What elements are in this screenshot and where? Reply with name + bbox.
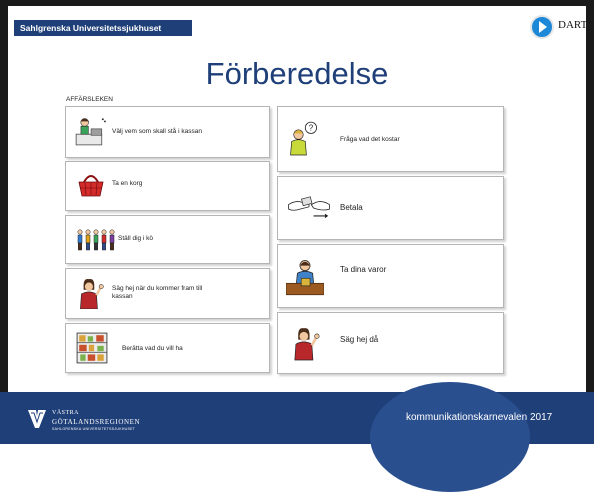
card-label: Välj vem som skall stå i kassan [112, 128, 202, 135]
card-label: Ta en korg [112, 180, 143, 187]
take-goods-icon [286, 260, 324, 296]
org-line3: SAHLGRENSKA UNIVERSITETSSJUKHUSET [52, 427, 136, 431]
footer-event-text: kommunikationskarnevalen 2017 [406, 412, 553, 423]
card-label: Säg hej när du kommer fram till kassan [112, 285, 203, 300]
card-take-goods: Ta dina varor [277, 244, 504, 308]
queue-icon [77, 229, 115, 251]
section-label: AFFÄRSLEKEN [66, 96, 113, 103]
card-say-hello: Säg hej när du kommer fram till kassan [65, 268, 270, 319]
card-say-goodbye: Säg hej då [277, 312, 504, 374]
cashier-icon [75, 118, 106, 146]
brand-bar: Sahlgrenska Universitetssjukhuset [14, 20, 192, 36]
play-icon [530, 15, 554, 39]
card-label: Ställ dig i kö [118, 235, 154, 242]
card-label: Säg hej då [340, 335, 379, 344]
footer-arc [370, 382, 530, 492]
card-label: Betala [340, 203, 363, 212]
vgr-mark-icon [28, 410, 46, 428]
dart-logo: DART [530, 15, 588, 39]
card-tell-what-you-want: Berätta vad du vill ha [65, 323, 270, 373]
basket-icon [78, 175, 104, 197]
card-label: Fråga vad det kostar [340, 136, 400, 143]
org-line1: VÄSTRA [52, 410, 80, 416]
wave-goodbye-icon [294, 328, 320, 361]
card-choose-cashier: Välj vem som skall stå i kassan [65, 106, 270, 158]
slide-frame [0, 0, 594, 444]
card-pay: Betala [277, 176, 504, 240]
card-label: Berätta vad du vill ha [122, 345, 183, 352]
dart-logo-text: DART [558, 19, 588, 31]
ask-price-icon: ? [290, 121, 317, 156]
card-label: Ta dina varor [340, 265, 387, 274]
card-take-basket: Ta en korg [65, 161, 270, 211]
card-queue: Ställ dig i kö [65, 215, 270, 264]
vgr-logo: VÄSTRA GÖTALANDSREGIONEN SAHLGRENSKA UNI… [28, 408, 188, 436]
pay-icon [288, 196, 330, 219]
shelf-icon [76, 332, 108, 364]
org-line2: GÖTALANDSREGIONEN [52, 418, 141, 426]
svg-text:?: ? [309, 124, 314, 133]
page-title: Förberedelse [205, 56, 389, 91]
card-ask-price: ? Fråga vad det kostar [277, 106, 504, 172]
wave-hello-icon [80, 279, 104, 309]
